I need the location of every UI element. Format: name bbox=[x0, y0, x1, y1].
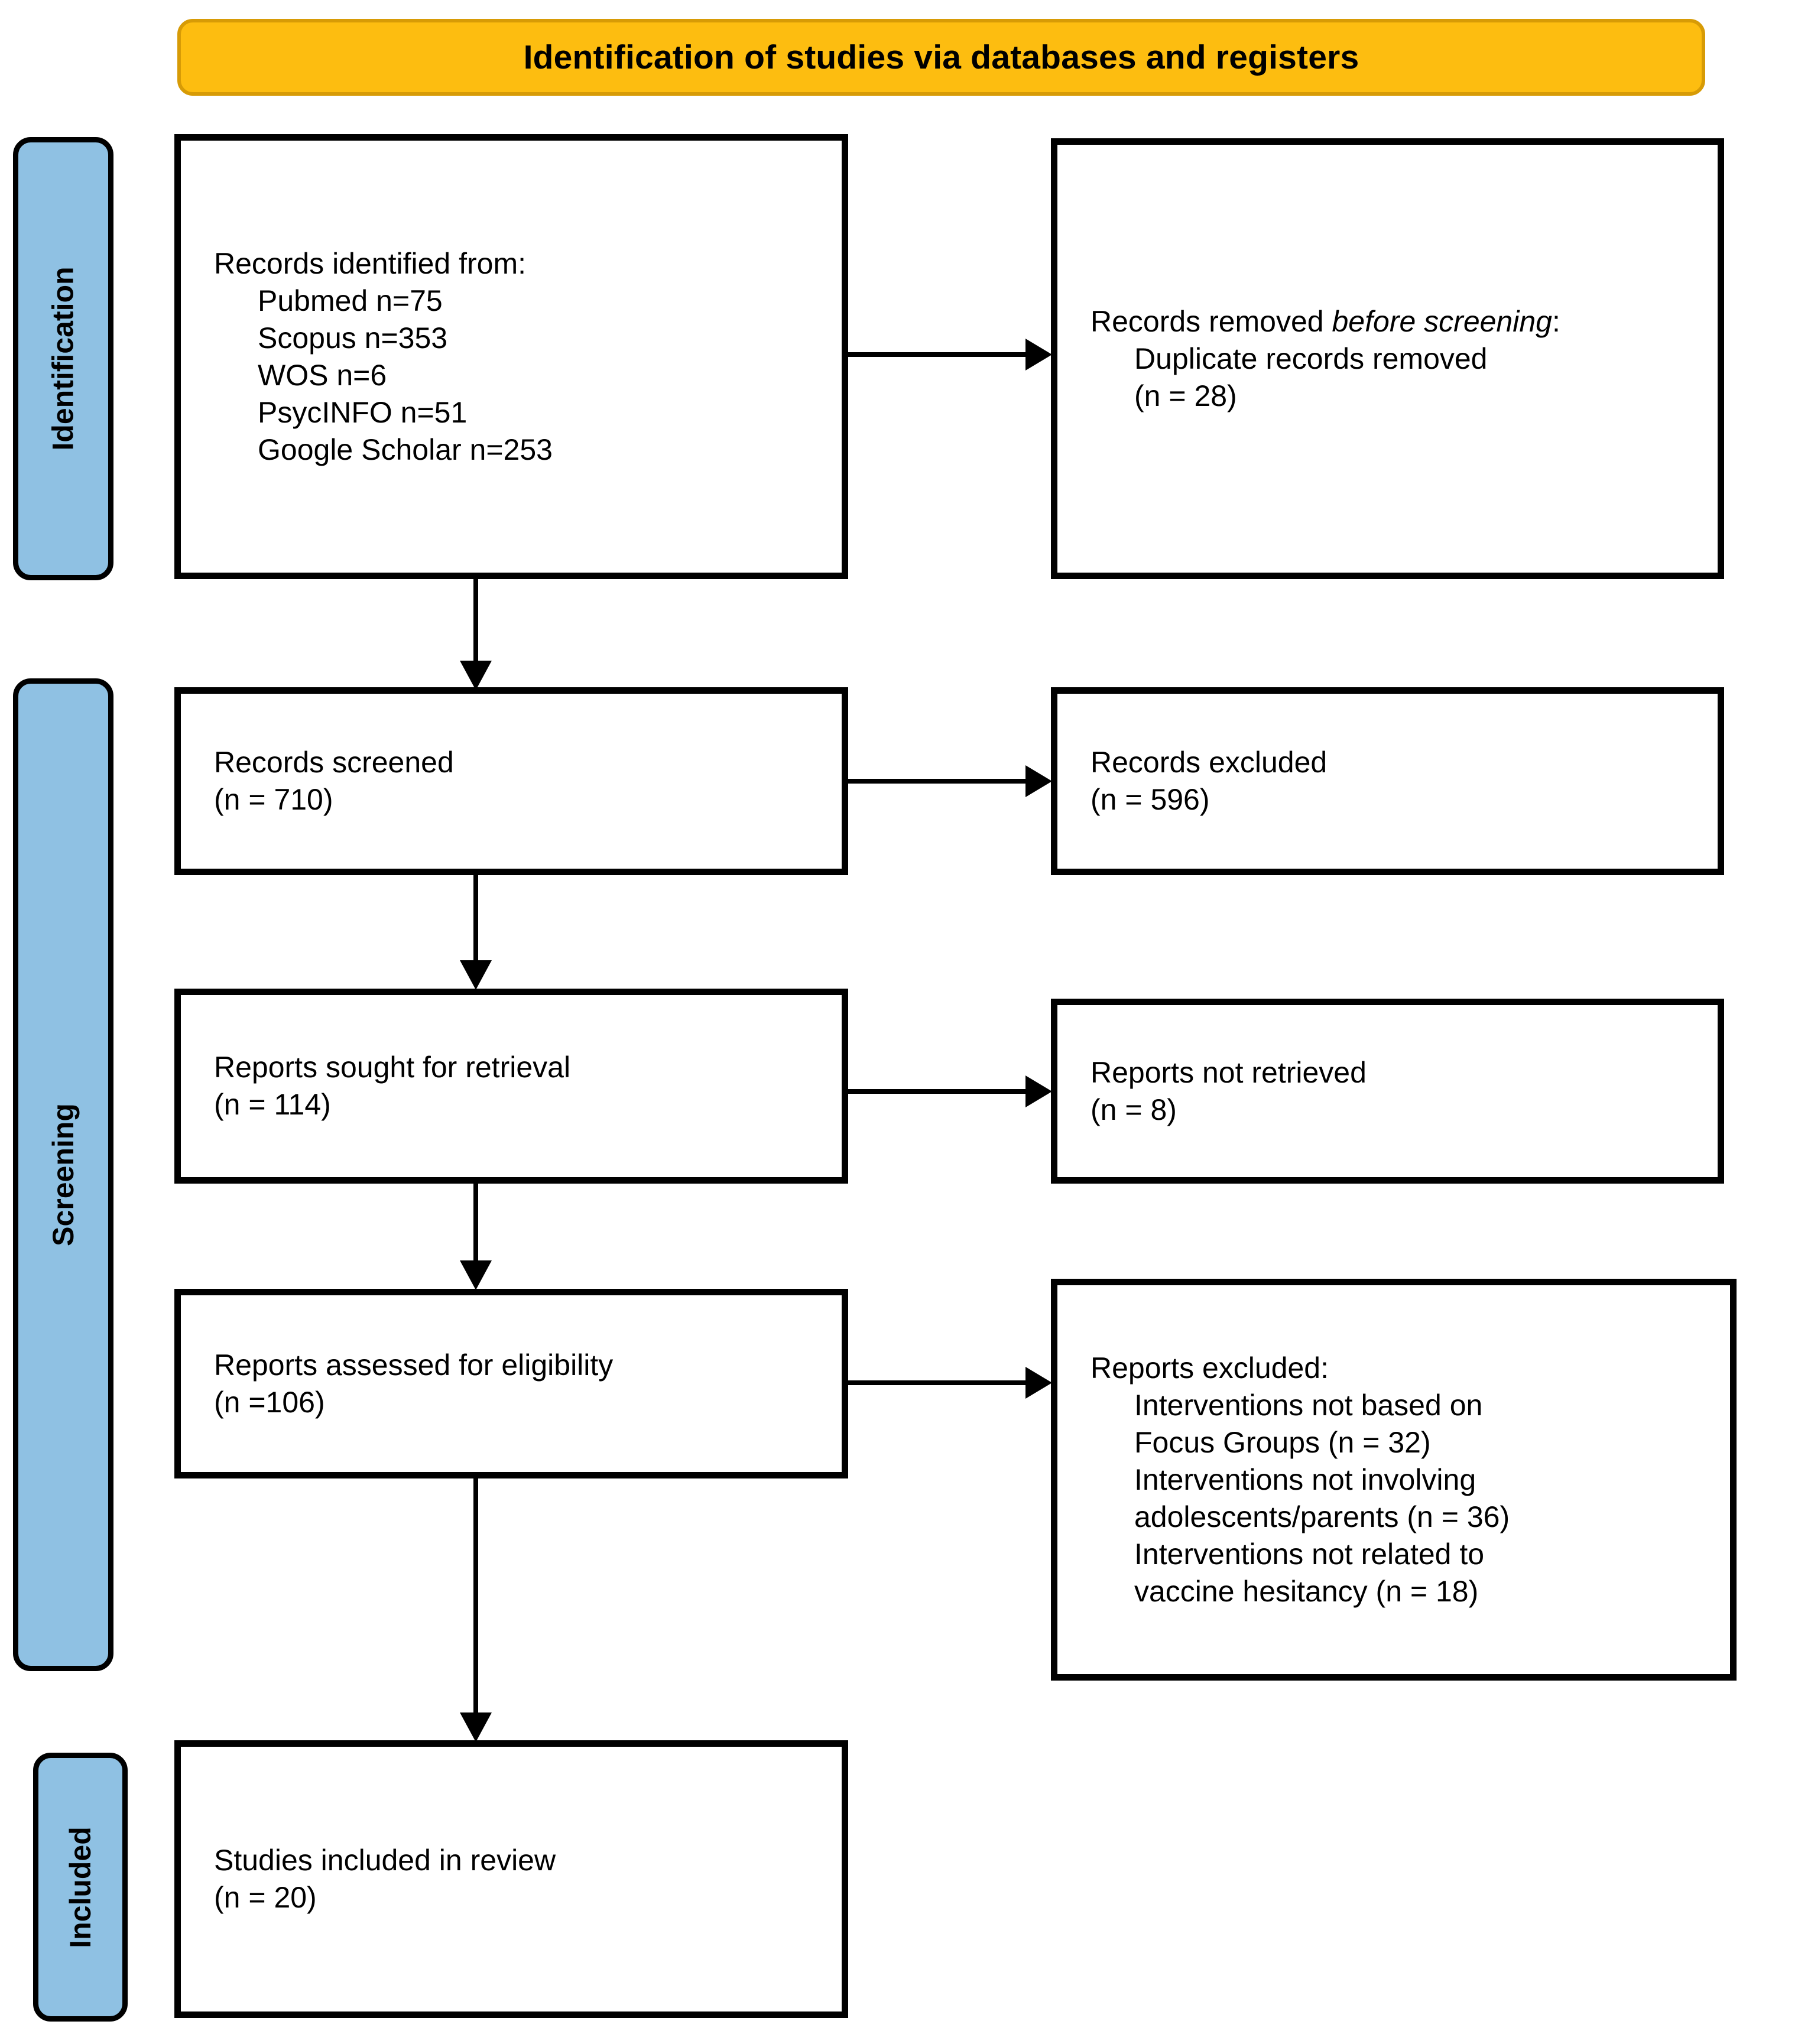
phase-label-screening-text: Screening bbox=[47, 1103, 80, 1246]
source-scopus: Scopus n=353 bbox=[258, 321, 448, 355]
phase-label-identification-text: Identification bbox=[47, 267, 80, 451]
box-reports-excluded: Reports excluded: Interventions not base… bbox=[1051, 1279, 1737, 1681]
exclusion-reason-3b: vaccine hesitancy (n = 18) bbox=[1134, 1574, 1479, 1608]
exclusion-reason-1b: Focus Groups (n = 32) bbox=[1134, 1425, 1431, 1459]
records-excluded-label: Records excluded bbox=[1091, 746, 1328, 779]
arrow-eligibility-to-included bbox=[449, 1478, 502, 1743]
arrow-eligibility-to-reports-excluded bbox=[848, 1362, 1055, 1403]
source-wos: WOS n=6 bbox=[258, 358, 387, 392]
box-reports-sought-for-retrieval: Reports sought for retrieval (n = 114) bbox=[174, 989, 848, 1184]
exclusion-reason-2b: adolescents/parents (n = 36) bbox=[1134, 1500, 1510, 1533]
arrow-identified-to-screened bbox=[449, 579, 502, 691]
box-records-screened: Records screened (n = 710) bbox=[174, 687, 848, 875]
studies-included-count: (n = 20) bbox=[214, 1881, 317, 1914]
arrow-screened-to-excluded bbox=[848, 761, 1055, 802]
box-records-identified: Records identified from: Pubmed n=75 Sco… bbox=[174, 134, 848, 579]
reports-excluded-heading: Reports excluded: bbox=[1091, 1351, 1329, 1385]
exclusion-reason-3a: Interventions not related to bbox=[1134, 1537, 1485, 1571]
box-reports-assessed-for-eligibility: Reports assessed for eligibility (n =106… bbox=[174, 1289, 848, 1478]
arrow-identified-to-removed bbox=[848, 334, 1055, 375]
records-removed-heading-pre: Records removed bbox=[1091, 304, 1332, 338]
records-screened-count: (n = 710) bbox=[214, 783, 333, 816]
arrow-sought-to-eligibility bbox=[449, 1184, 502, 1291]
records-removed-heading-italic: before screening bbox=[1332, 304, 1552, 338]
records-removed-heading: Records removed before screening: bbox=[1091, 303, 1622, 340]
reports-not-retrieved-count: (n = 8) bbox=[1091, 1093, 1177, 1126]
phase-label-identification: Identification bbox=[13, 137, 113, 580]
records-identified-heading: Records identified from: bbox=[214, 246, 527, 280]
records-removed-heading-post: : bbox=[1552, 304, 1560, 338]
box-studies-included-in-review: Studies included in review (n = 20) bbox=[174, 1740, 848, 2018]
reports-sought-label: Reports sought for retrieval bbox=[214, 1051, 571, 1084]
exclusion-reason-1a: Interventions not based on bbox=[1134, 1388, 1483, 1422]
reports-eligibility-label: Reports assessed for eligibility bbox=[214, 1348, 614, 1382]
duplicate-records-removed-label: Duplicate records removed bbox=[1134, 342, 1488, 375]
reports-not-retrieved-label: Reports not retrieved bbox=[1091, 1055, 1367, 1089]
studies-included-label: Studies included in review bbox=[214, 1844, 556, 1877]
phase-label-included: Included bbox=[33, 1753, 128, 2022]
source-google-scholar: Google Scholar n=253 bbox=[258, 433, 553, 466]
arrow-sought-to-not-retrieved bbox=[848, 1071, 1055, 1112]
arrow-screened-to-sought bbox=[449, 875, 502, 991]
duplicate-records-removed-count: (n = 28) bbox=[1134, 379, 1237, 412]
source-pubmed: Pubmed n=75 bbox=[258, 284, 443, 317]
box-reports-not-retrieved: Reports not retrieved (n = 8) bbox=[1051, 999, 1724, 1184]
box-records-excluded: Records excluded (n = 596) bbox=[1051, 687, 1724, 875]
records-excluded-count: (n = 596) bbox=[1091, 783, 1210, 816]
records-screened-label: Records screened bbox=[214, 746, 454, 779]
reports-eligibility-count: (n =106) bbox=[214, 1385, 325, 1419]
reports-sought-count: (n = 114) bbox=[214, 1088, 331, 1121]
phase-label-screening: Screening bbox=[13, 678, 113, 1671]
diagram-title: Identification of studies via databases … bbox=[523, 38, 1359, 76]
phase-label-included-text: Included bbox=[64, 1826, 98, 1948]
source-psycinfo: PsycINFO n=51 bbox=[258, 395, 468, 429]
exclusion-reason-2a: Interventions not involving bbox=[1134, 1463, 1476, 1496]
box-records-removed-before-screening: Records removed before screening: Duplic… bbox=[1051, 138, 1724, 579]
diagram-header-banner: Identification of studies via databases … bbox=[177, 19, 1705, 96]
